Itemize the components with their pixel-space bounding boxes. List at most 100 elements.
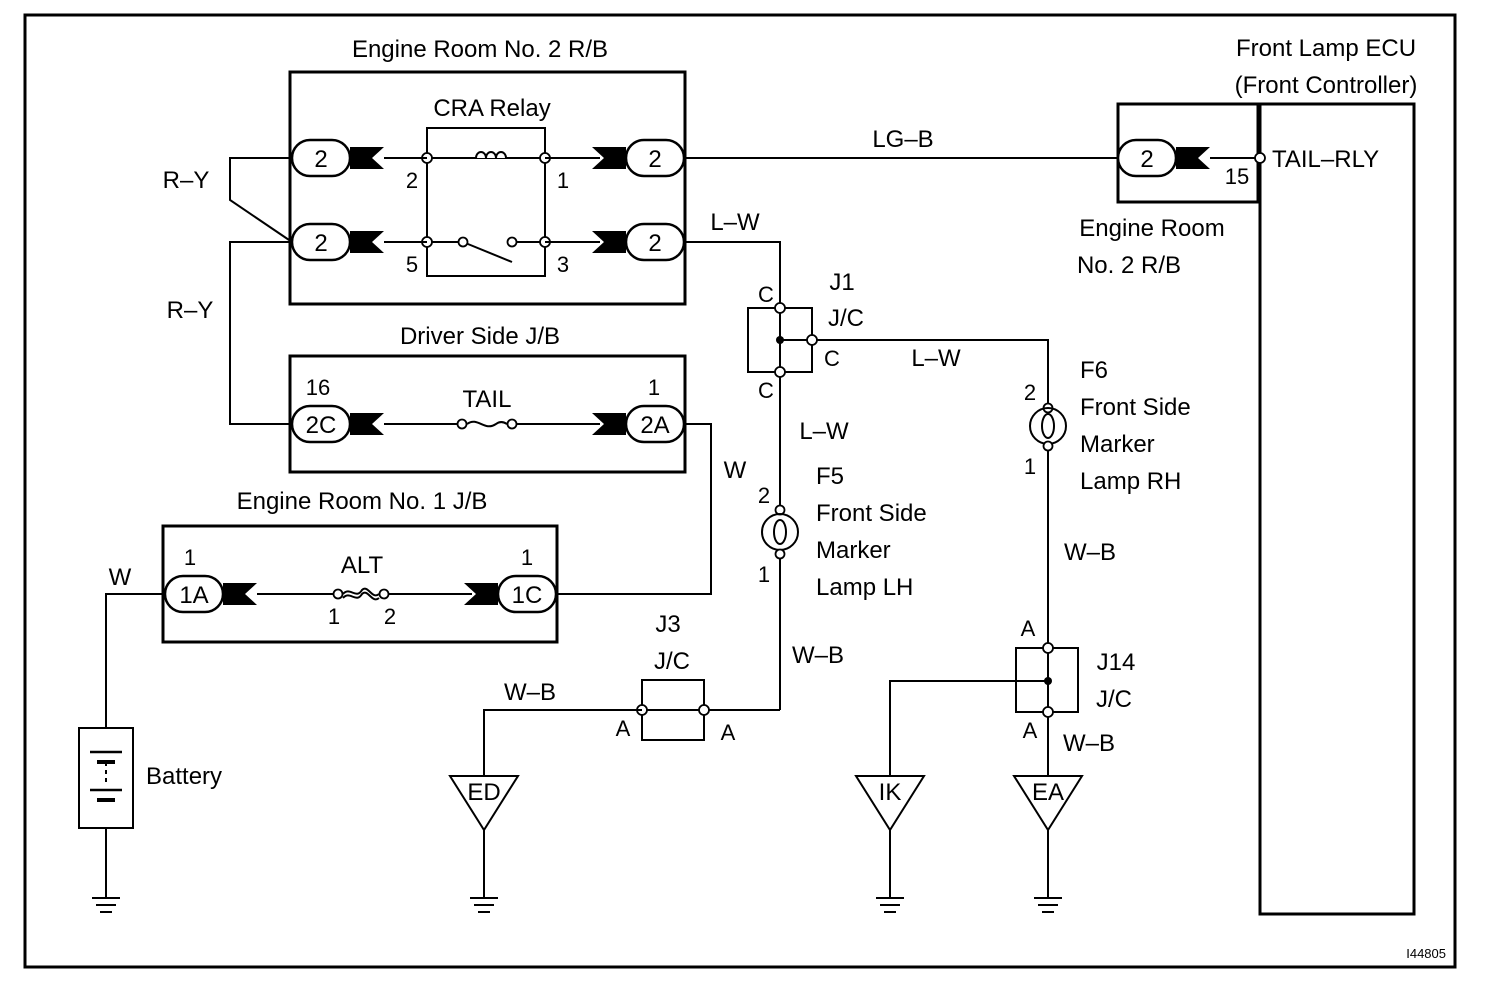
alt-fuse-pin-2: 2 <box>384 604 396 629</box>
j1-type-label: J/C <box>828 305 864 332</box>
svg-text:2: 2 <box>648 230 661 257</box>
alt-fuse-label: ALT <box>341 552 384 579</box>
er2-rb-right-line2: No. 2 R/B <box>1077 252 1181 279</box>
ecu-pin-tail-rly: TAIL–RLY <box>1272 146 1379 173</box>
connector-1a: 1A <box>163 574 257 614</box>
wire-r-y: R–Y R–Y <box>163 157 293 425</box>
svg-text:2A: 2A <box>640 412 669 439</box>
engine-room-no2-rb-right: 2 15 Engine Room No. 2 R/B <box>1077 102 1260 279</box>
ground-point-icon <box>854 775 926 832</box>
relay-coil-icon <box>475 151 507 159</box>
relay-pin-1: 1 <box>557 168 569 193</box>
relay-pin-5: 5 <box>406 252 418 277</box>
connector-2c: 2C <box>290 404 384 444</box>
j14-label: J14 <box>1097 649 1136 676</box>
f6-pin-1: 1 <box>1024 454 1036 479</box>
f5-pin-1: 1 <box>758 562 770 587</box>
relay-pin-2: 2 <box>406 168 418 193</box>
connector-1c: 1C <box>464 574 558 614</box>
j3-pin-a-right: A <box>721 720 736 745</box>
wire-label-r-y-lower: R–Y <box>167 297 214 324</box>
connector-2-relay-3: 2 <box>592 222 686 262</box>
ground-ik-label: IK <box>879 779 902 806</box>
connector-2-relay-1: 2 <box>592 138 686 178</box>
svg-text:2: 2 <box>314 230 327 257</box>
ground-ik: IK <box>854 775 926 913</box>
wire-label-l-w-mid: L–W <box>911 345 961 372</box>
svg-text:2C: 2C <box>306 412 337 439</box>
er2-rb-title: Engine Room No. 2 R/B <box>352 36 608 63</box>
ecu-pin-15: 15 <box>1225 164 1249 189</box>
j3-pin-a-left: A <box>616 716 631 741</box>
tail-fuse-label: TAIL <box>463 386 512 413</box>
figure-id: I44805 <box>1406 946 1446 961</box>
front-lamp-ecu: Front Lamp ECU (Front Controller) TAIL–R… <box>1235 35 1418 916</box>
ground-point-icon <box>1012 775 1084 832</box>
junction-j14: A A J14 J/C W–B <box>889 616 1136 776</box>
wire-label-r-y-upper: R–Y <box>163 167 210 194</box>
connector-2-relay-5: 2 <box>290 222 384 262</box>
wire-label-l-w-top: L–W <box>710 209 760 236</box>
wire-label-w-b-j3: W–B <box>504 679 556 706</box>
ground-point-icon <box>448 775 520 832</box>
ecu-subtitle: (Front Controller) <box>1235 72 1418 99</box>
driver-side-jb: Driver Side J/B 16 1 2C 2A TAIL <box>288 323 687 474</box>
ground-ea-label: EA <box>1032 779 1064 806</box>
ground-ea: EA <box>1012 775 1084 913</box>
j3-label: J3 <box>655 611 680 638</box>
svg-text:1A: 1A <box>179 582 208 609</box>
relay-switch-icon <box>462 241 513 263</box>
alt-out-pin-1: 1 <box>521 545 533 570</box>
f6-line3: Lamp RH <box>1080 468 1181 495</box>
connector-2-ecu: 2 <box>1116 138 1210 178</box>
f5-line2: Marker <box>816 537 891 564</box>
svg-text:2: 2 <box>1140 146 1153 173</box>
alt-fuse-pin-1: 1 <box>328 604 340 629</box>
wire-label-w-b-j14: W–B <box>1063 730 1115 757</box>
ecu-title: Front Lamp ECU <box>1236 35 1416 62</box>
engine-room-no1-jb: Engine Room No. 1 J/B 1 1 1A 1C ALT 1 2 <box>161 488 559 644</box>
ground-ed: ED <box>448 775 520 913</box>
j1-label: J1 <box>829 269 854 296</box>
alt-in-pin-1: 1 <box>184 545 196 570</box>
j1-pin-c-top: C <box>758 282 774 307</box>
tail-fuse-icon <box>456 418 518 430</box>
svg-text:1C: 1C <box>512 582 543 609</box>
svg-text:2: 2 <box>314 146 327 173</box>
j1-pin-c-right: C <box>824 346 840 371</box>
f6-line2: Marker <box>1080 431 1155 458</box>
wire-label-w-tail: W <box>724 457 747 484</box>
wire-label-w-b-f6: W–B <box>1064 539 1116 566</box>
wire-w-battery: W <box>105 564 165 728</box>
wire-label-w-battery: W <box>109 564 132 591</box>
wire-label-w-b-f5: W–B <box>792 642 844 669</box>
relay-pin-3: 3 <box>557 252 569 277</box>
cra-relay-label: CRA Relay <box>433 95 550 122</box>
diagram-frame <box>23 13 1457 969</box>
lamp-f5-front-side-marker-lh: 2 1 F5 Front Side Marker Lamp LH W–B <box>758 463 927 710</box>
wire-l-w: L–W L–W L–W <box>684 209 1049 510</box>
ground-symbol-icon <box>92 897 120 913</box>
f6-id: F6 <box>1080 357 1108 384</box>
engine-room-no2-rb: Engine Room No. 2 R/B CRA Relay 2 1 5 3 <box>288 36 687 306</box>
alt-fusible-link-icon <box>332 587 390 601</box>
f6-pin-2: 2 <box>1024 380 1036 405</box>
wire-lg-b: LG–B <box>684 126 1120 159</box>
lamp-f6-front-side-marker-rh: 2 1 F6 Front Side Marker Lamp RH W–B <box>1024 357 1191 648</box>
wire-label-l-w-down: L–W <box>799 418 849 445</box>
j1-pin-c-bottom: C <box>758 378 774 403</box>
j14-pin-a-bottom: A <box>1023 718 1038 743</box>
connector-2a: 2A <box>592 404 686 444</box>
wire-w-tail: W <box>556 423 747 595</box>
j3-type-label: J/C <box>654 648 690 675</box>
connector-2-relay-2: 2 <box>290 138 384 178</box>
er2-rb-right-line1: Engine Room <box>1079 215 1224 242</box>
junction-j1: C C C J1 J/C <box>747 269 864 403</box>
er1-jb-title: Engine Room No. 1 J/B <box>237 488 488 515</box>
tail-pin-16: 16 <box>306 375 330 400</box>
ground-ed-label: ED <box>467 779 500 806</box>
f5-line3: Lamp LH <box>816 574 913 601</box>
battery-icon <box>90 750 122 802</box>
wire-label-lg-b: LG–B <box>872 126 933 153</box>
j14-type-label: J/C <box>1096 686 1132 713</box>
